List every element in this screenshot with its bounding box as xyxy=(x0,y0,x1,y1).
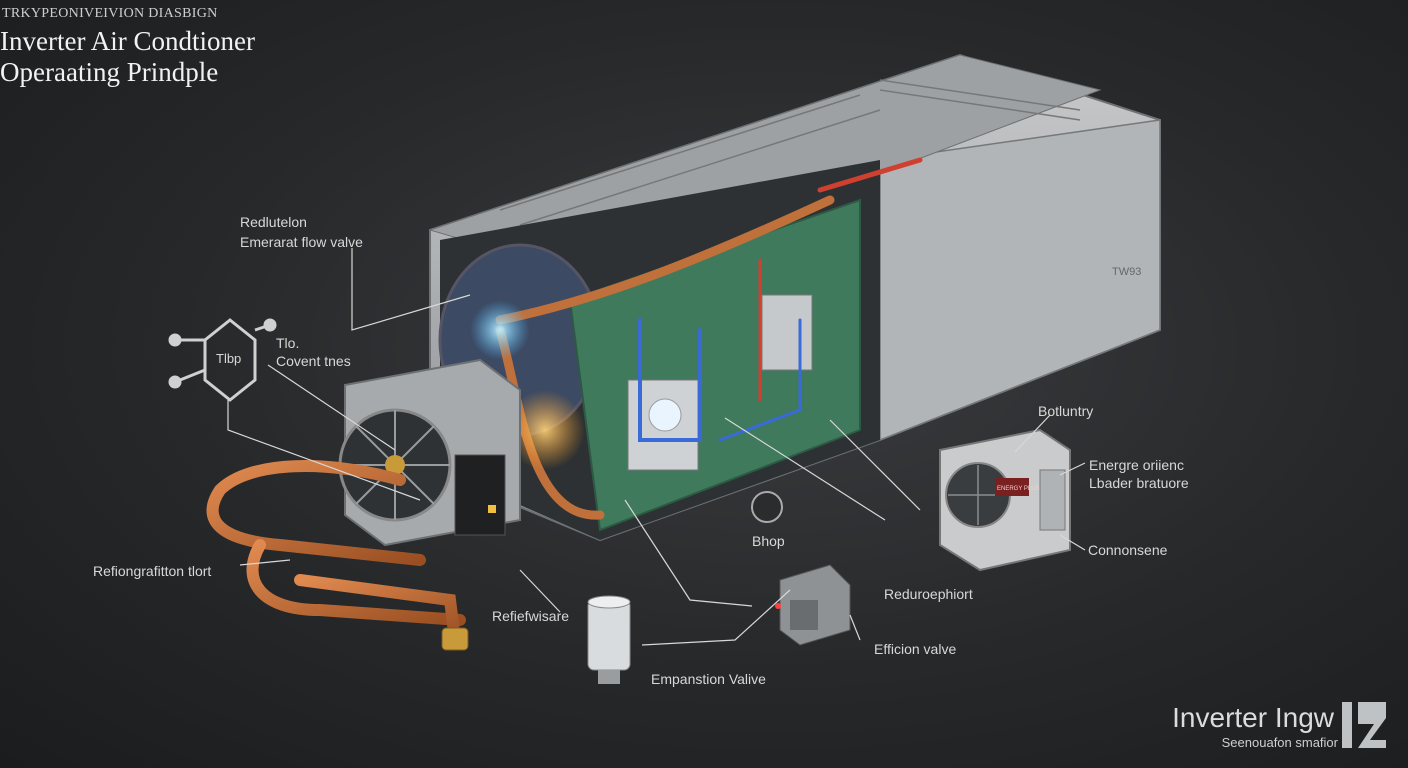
label-efficion-valve: Efficion valve xyxy=(874,641,957,657)
valve-icon xyxy=(775,564,851,646)
compressor-unit xyxy=(338,358,521,547)
brand-name: Inverter Ingw xyxy=(1172,702,1334,733)
label-relief: Redlutelon Emerarat flow valve xyxy=(240,213,363,251)
label-energy: Energre oriienc Lbader bratuore xyxy=(1089,456,1189,492)
label-tip-line2: Covent tnes xyxy=(276,353,351,369)
bhop-marker xyxy=(751,491,783,523)
title-line-2: Operaating Prindple xyxy=(0,57,219,87)
label-energy-line2: Lbader bratuore xyxy=(1089,475,1189,491)
label-tip: Tlo. Covent tnes xyxy=(276,334,351,370)
brand-subtitle: Seenouafon smafior xyxy=(1221,735,1338,750)
diagram-title: Inverter Air Condtioner Operaating Prind… xyxy=(0,26,255,88)
outdoor-tag: ENERGY PLUS xyxy=(997,486,1040,492)
outdoor-unit: ENERGY PLUS xyxy=(939,428,1071,572)
brand-logo-icon xyxy=(1342,702,1386,748)
label-reduce: Reduroephiort xyxy=(884,586,973,602)
label-refiewaste: Refiefwisare xyxy=(492,608,570,624)
copper-coil xyxy=(206,460,466,646)
label-refrigeration: Refiongrafitton tlort xyxy=(93,563,212,579)
expansion-valve-cylinder xyxy=(587,595,631,684)
label-expansion-valve: Empanstion Valive xyxy=(651,671,766,687)
label-condenser: Connonsene xyxy=(1088,542,1168,558)
label-boundry: Botluntry xyxy=(1038,403,1094,419)
unit-tag: TW93 xyxy=(1112,266,1141,278)
leader-lines xyxy=(227,248,1086,646)
label-relief-line1: Redlutelon xyxy=(240,214,307,230)
label-energy-line1: Energre oriienc xyxy=(1089,457,1184,473)
label-tip-line1: Tlo. xyxy=(276,335,300,351)
fan-icon xyxy=(338,408,452,522)
hexagon-network-icon xyxy=(168,318,277,402)
label-relief-line2: Emerarat flow valve xyxy=(240,234,363,250)
label-bhop: Bhop xyxy=(752,533,785,549)
diagram-kicker: TRKYPEONIVEIVION DIASBIGN xyxy=(2,6,218,21)
title-line-1: Inverter Air Condtioner xyxy=(0,26,255,56)
hexagon-label: Tlbp xyxy=(216,351,242,366)
